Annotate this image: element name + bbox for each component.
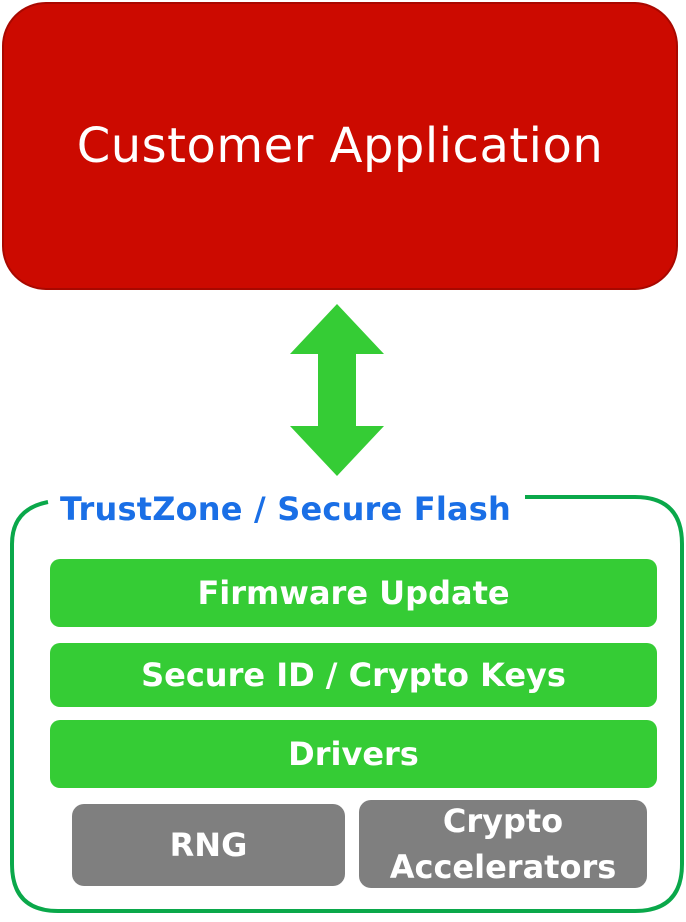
rng-block: RNG <box>72 804 345 886</box>
crypto-accelerators-label-line2: Accelerators <box>389 848 617 886</box>
secure-id-crypto-keys-layer: Secure ID / Crypto Keys <box>50 643 657 707</box>
firmware-update-layer: Firmware Update <box>50 559 657 627</box>
firmware-update-label: Firmware Update <box>197 574 510 612</box>
drivers-label: Drivers <box>288 735 419 773</box>
customer-application-label: Customer Application <box>76 118 604 174</box>
bidirectional-arrow-icon <box>290 304 384 476</box>
drivers-layer: Drivers <box>50 720 657 788</box>
rng-label: RNG <box>169 826 248 864</box>
secure-id-crypto-keys-label: Secure ID / Crypto Keys <box>141 656 566 694</box>
secure-zone-title: TrustZone / Secure Flash <box>60 490 512 528</box>
customer-application-block: Customer Application <box>2 2 678 290</box>
crypto-accelerators-block: Crypto Accelerators <box>359 800 647 888</box>
crypto-accelerators-label-line1: Crypto <box>442 802 564 840</box>
